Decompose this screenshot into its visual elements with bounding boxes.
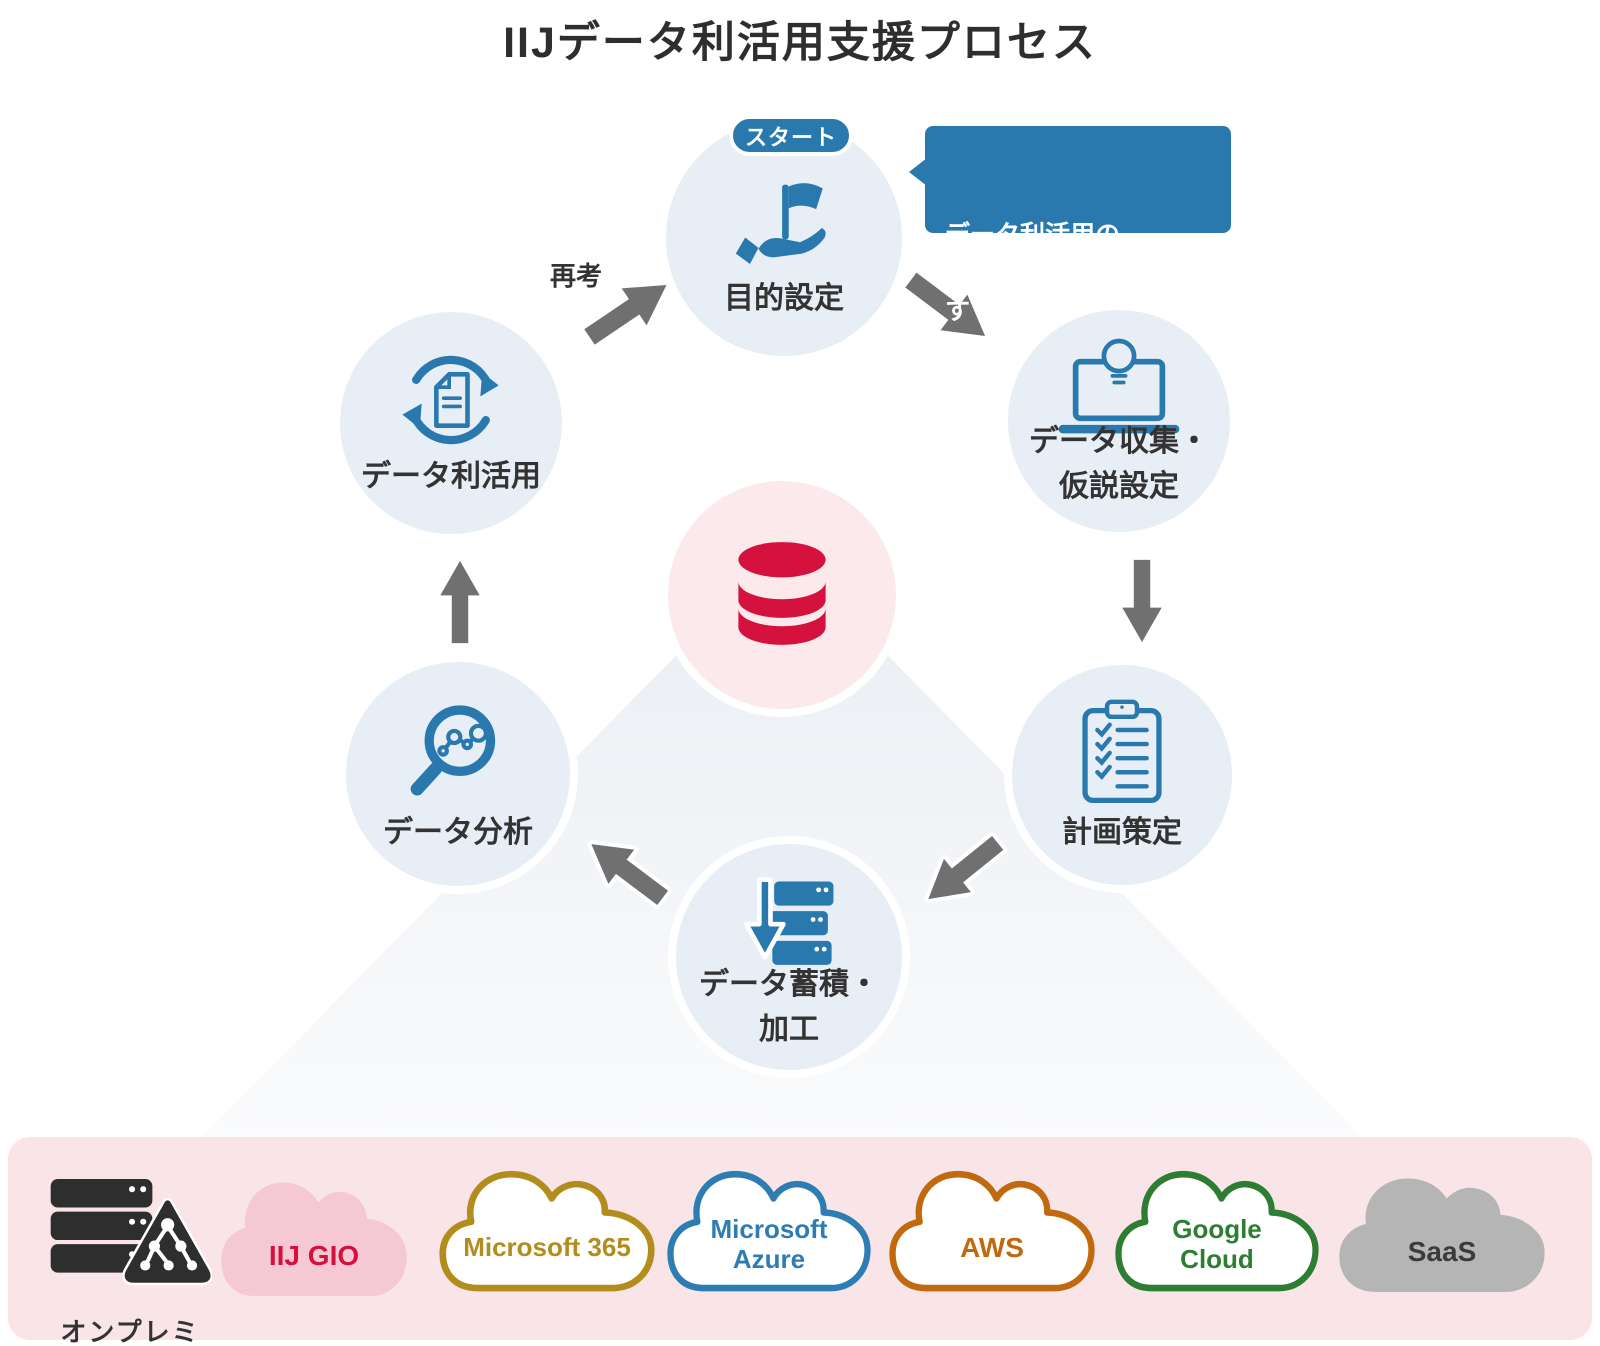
- step-circle-plan: 計画策定: [1004, 657, 1240, 893]
- arrow-utilize-to-purpose: [572, 261, 684, 360]
- onpremises-group: オンプレミス: [48, 1177, 214, 1346]
- server-import-icon: [744, 877, 834, 965]
- cloud-label: AWS: [960, 1231, 1024, 1263]
- cloud-label: Google Cloud: [1172, 1214, 1262, 1274]
- step-label: データ分析: [383, 815, 533, 849]
- cloud-google-cloud: Google Cloud: [1114, 1163, 1320, 1303]
- flag-hand-icon: [735, 182, 826, 264]
- arrow-collect-to-plan: [1119, 559, 1165, 643]
- cloud-aws: AWS: [888, 1163, 1096, 1303]
- step-circle-store: データ蓄積・ 加工: [668, 836, 910, 1078]
- cloud-saas: SaaS: [1338, 1171, 1546, 1303]
- cloud-label: SaaS: [1407, 1235, 1477, 1267]
- magnifier-chart-icon: [410, 705, 496, 796]
- cloud-icon: [1339, 1178, 1545, 1292]
- cloud-label: Microsoft 365: [463, 1232, 631, 1263]
- database-icon: [738, 542, 826, 646]
- step-circle-utilize: データ利活用: [332, 304, 570, 542]
- step-label: 目的設定: [724, 281, 844, 315]
- cloud-microsoft-365: Microsoft 365: [438, 1163, 656, 1303]
- arrow-store-to-analyze: [574, 822, 681, 920]
- cloud-microsoft-azure: Microsoft Azure: [666, 1163, 872, 1303]
- cloud-label: IIJ GIO: [268, 1239, 360, 1271]
- step-label: データ蓄積・ 加工: [699, 967, 879, 1046]
- cloud-iij-gio: IIJ GIO: [220, 1175, 408, 1307]
- start-badge: スタート: [729, 115, 853, 156]
- support-callout: データ利活用の 目的整理から支援します: [909, 126, 1231, 325]
- server-network-icon: [50, 1179, 214, 1286]
- cloud-icon: [439, 1170, 655, 1292]
- step-label: データ収集・ 仮説設定: [1029, 424, 1209, 503]
- page-title: IIJデータ利活用支援プロセス: [503, 19, 1097, 67]
- step-label: 計画策定: [1062, 816, 1182, 850]
- onpremises-label: オンプレミス: [60, 1317, 200, 1346]
- cloud-icon: [221, 1182, 407, 1296]
- step-label: データ利活用: [361, 460, 541, 494]
- laptop-lightbulb-icon: [1058, 336, 1180, 433]
- rethink-label: 再考: [550, 261, 603, 291]
- callout-text: データ利活用の 目的整理から支援します: [945, 221, 1196, 325]
- step-circle-analyze: データ分析: [338, 654, 578, 894]
- arrow-analyze-to-utilize: [437, 560, 483, 644]
- platform-band: オンプレミス IIJ GIO Microsoft 365 Microsoft A…: [8, 1137, 1592, 1346]
- clipboard-checklist-icon: [1082, 699, 1162, 804]
- callout-tail-icon: [909, 158, 927, 186]
- cloud-icon: [1115, 1170, 1319, 1292]
- cloud-icon: [889, 1170, 1095, 1292]
- cloud-label: Microsoft Azure: [710, 1214, 828, 1274]
- central-database-circle: [660, 473, 904, 717]
- step-circle-collect: データ収集・ 仮説設定: [1000, 302, 1238, 540]
- document-cycle-icon: [402, 356, 499, 445]
- cloud-icon: [667, 1170, 871, 1292]
- arrow-purpose-to-collect: [892, 257, 1003, 359]
- arrow-plan-to-store: [910, 821, 1016, 920]
